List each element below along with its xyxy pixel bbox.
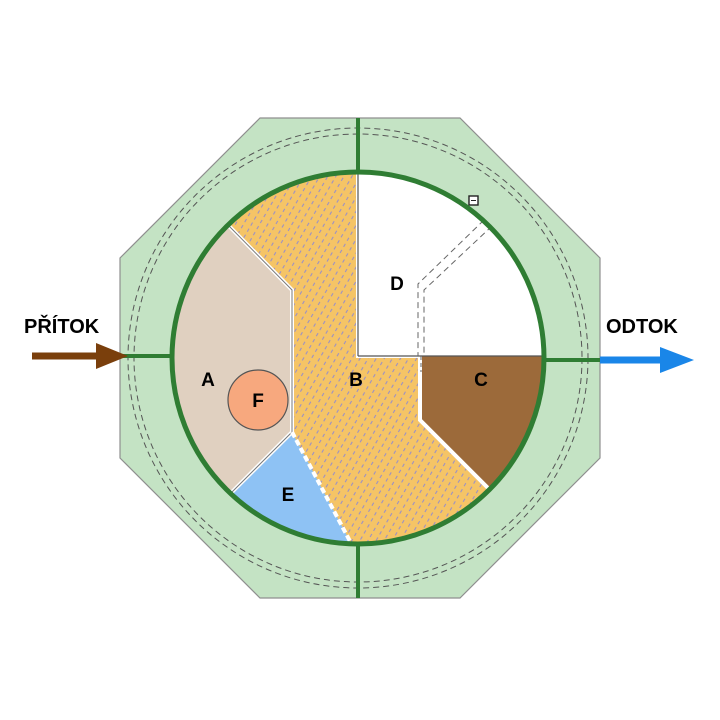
- zone-c-label: C: [474, 370, 488, 391]
- zone-e-label: E: [282, 485, 295, 506]
- zone-f-label: F: [252, 391, 264, 412]
- partition-b-e: [290, 431, 354, 546]
- outflow-label: ODTOK: [606, 316, 678, 338]
- small-device-icon: [468, 195, 479, 206]
- zone-d-label: D: [390, 274, 404, 295]
- outflow-arrow: [600, 347, 694, 373]
- partition-b-c: [418, 356, 490, 490]
- zone-a-label: A: [201, 370, 215, 391]
- dashed-pipe-outer: [423, 225, 493, 356]
- inflow-arrow: [32, 343, 128, 369]
- inflow-label: PŘÍTOK: [24, 314, 100, 338]
- zone-b-label: B: [349, 370, 363, 391]
- partition-a-b-edge: [227, 224, 293, 493]
- zone-f-vessel: [227, 369, 289, 431]
- inner-chamber-wall: [169, 169, 547, 547]
- dashed-pipe-inner: [417, 219, 485, 356]
